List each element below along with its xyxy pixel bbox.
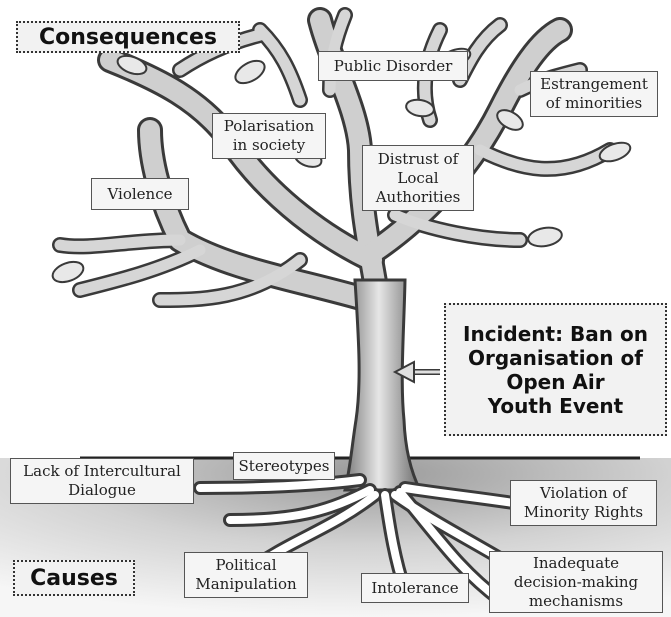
incident-arrow	[392, 360, 440, 384]
consequence-estrangement: Estrangement of minorities	[530, 71, 658, 117]
consequence-public-disorder: Public Disorder	[318, 51, 468, 81]
consequences-heading: Consequences	[16, 21, 240, 53]
consequence-polarisation: Polarisation in society	[212, 113, 326, 159]
incident-box: Incident: Ban on Organisation of Open Ai…	[444, 303, 667, 436]
tree-trunk	[343, 278, 423, 492]
cause-inadequate-decision-making: Inadequate decision-making mechanisms	[489, 551, 663, 613]
cause-stereotypes: Stereotypes	[233, 452, 335, 480]
consequence-violence: Violence	[91, 178, 189, 210]
cause-lack-intercultural-dialogue: Lack of Intercultural Dialogue	[10, 458, 194, 504]
cause-intolerance: Intolerance	[361, 573, 469, 603]
consequence-distrust: Distrust of Local Authorities	[362, 145, 474, 211]
cause-violation-minority-rights: Violation of Minority Rights	[510, 480, 657, 526]
cause-political-manipulation: Political Manipulation	[184, 552, 308, 598]
causes-heading: Causes	[13, 560, 135, 596]
